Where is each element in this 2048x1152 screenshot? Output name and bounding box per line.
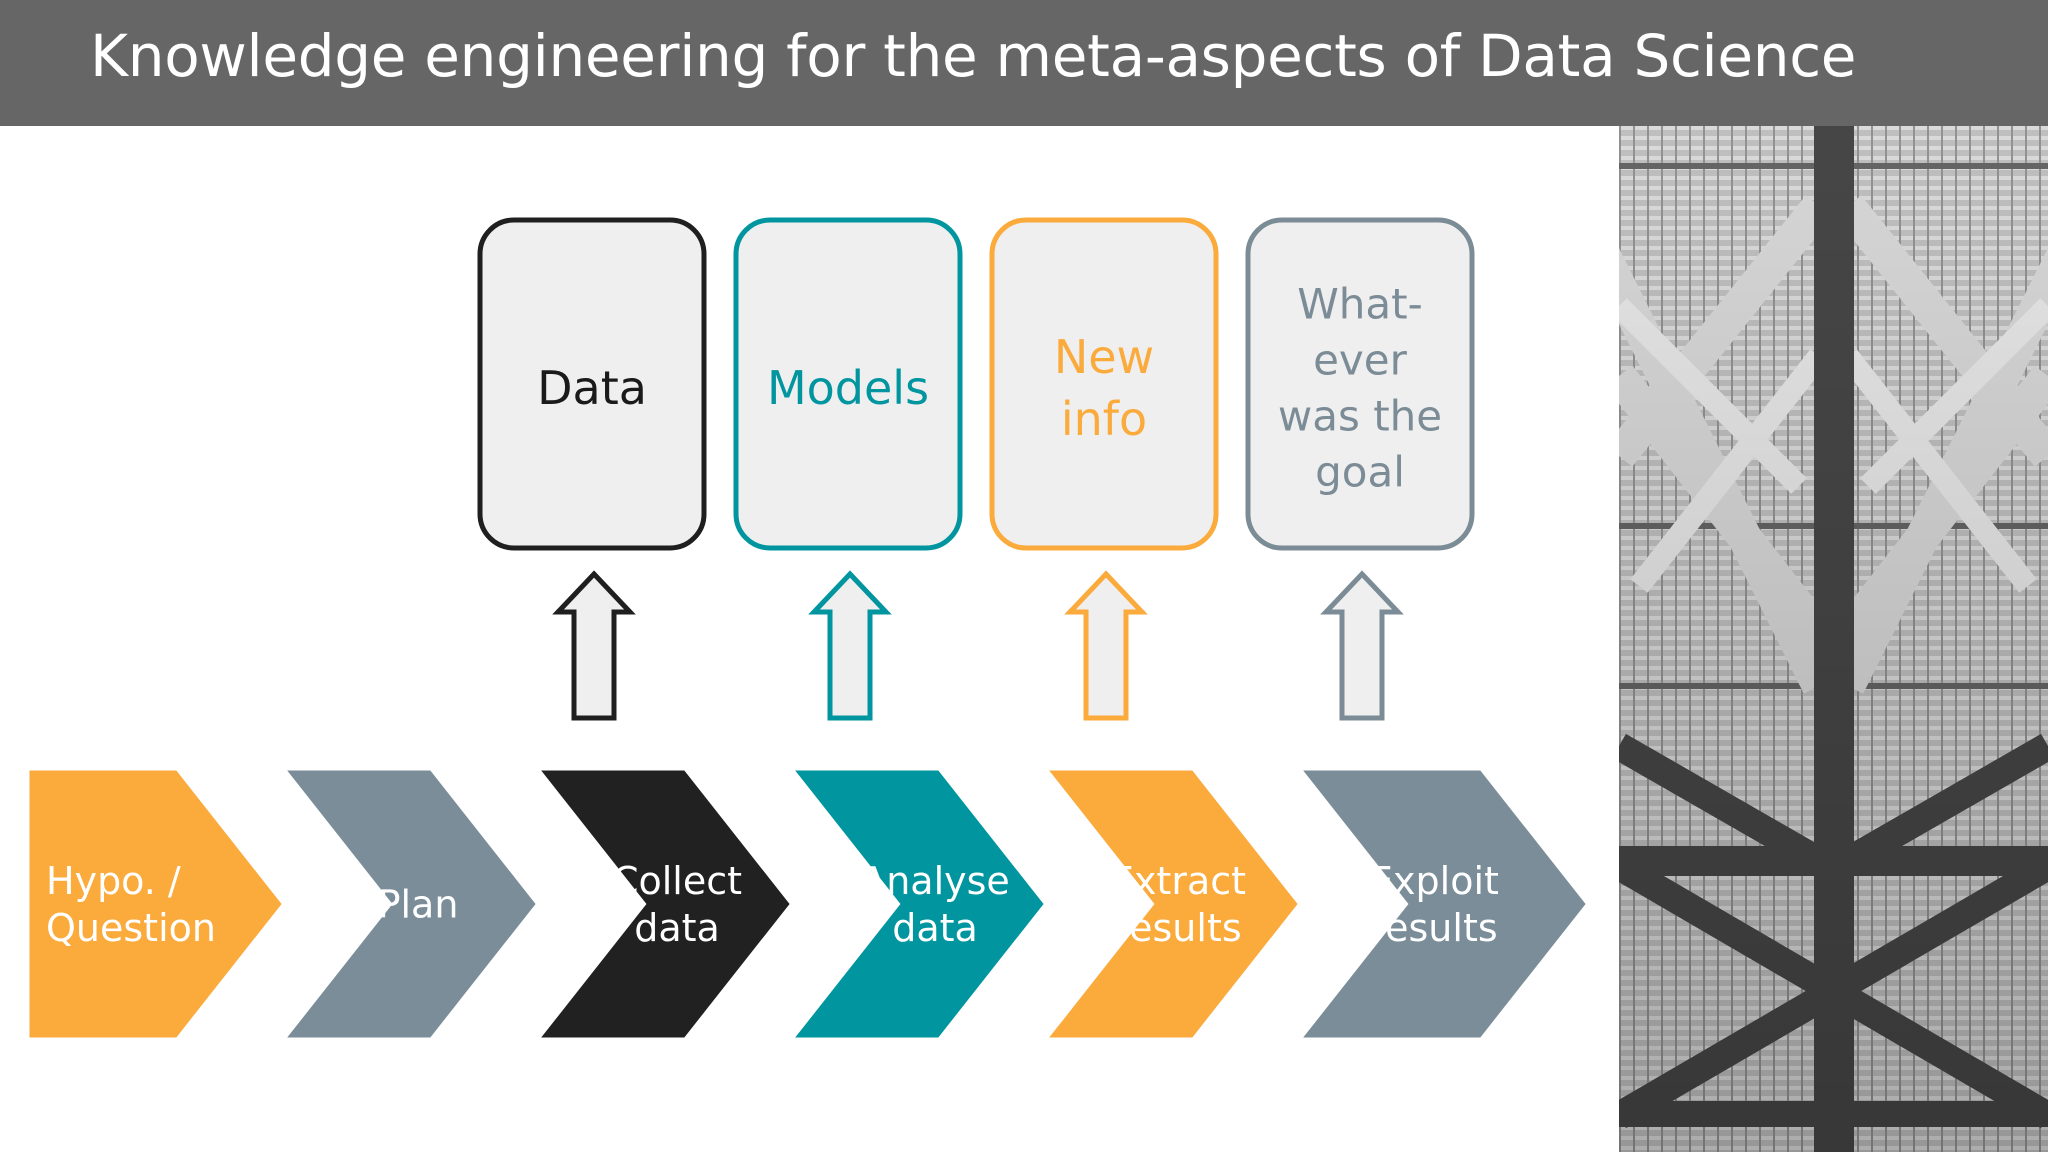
process-step: Hypo. /Question (22, 763, 291, 1045)
output-box-label: New (1054, 330, 1154, 384)
output-box-frame (733, 217, 963, 551)
output-box-label: What- (1297, 280, 1423, 329)
truss-structure-photo (1619, 126, 2048, 1152)
process-step-label: results (1370, 906, 1497, 950)
output-box-label: was the (1278, 392, 1442, 441)
output-box-label: info (1061, 392, 1147, 446)
output-box-frame (477, 217, 707, 551)
output-box: What-ever was the goal (1245, 217, 1475, 551)
process-chevron (272, 763, 545, 1045)
up-arrow-icon (808, 570, 892, 721)
output-box-label: goal (1315, 448, 1405, 497)
process-chevron (22, 763, 291, 1045)
process-step-label: Plan (378, 883, 459, 927)
process-chevrons: Hypo. /QuestionPlanCollectdataAnalysedat… (22, 763, 1595, 1045)
up-arrow-icon (1320, 570, 1404, 721)
process-step-label: data (892, 906, 978, 950)
process-step-label: Analyse (860, 859, 1010, 903)
title-bar: Knowledge engineering for the meta-aspec… (0, 0, 2048, 126)
output-box-label: Models (767, 361, 929, 415)
process-chevron (780, 763, 1053, 1045)
up-arrows (552, 570, 1404, 721)
process-step-label: Exploit (1369, 859, 1499, 903)
output-boxes: Data Models New info What-ever was the goal (477, 217, 1475, 551)
output-box-frame (989, 217, 1219, 551)
output-box: Models (733, 217, 963, 551)
process-step: Plan (272, 763, 545, 1045)
slide-title: Knowledge engineering for the meta-aspec… (90, 22, 1857, 90)
output-box: Data (477, 217, 707, 551)
process-step-label: Hypo. / (46, 859, 181, 903)
up-arrow-icon (552, 570, 636, 721)
up-arrow-icon (1064, 570, 1148, 721)
process-step-label: results (1114, 906, 1241, 950)
output-box-frame (1245, 217, 1475, 551)
output-box-label: Data (537, 361, 647, 415)
output-box-label: ever (1313, 336, 1408, 385)
process-step-label: Question (46, 906, 216, 950)
process-step-label: Collect (612, 859, 742, 903)
output-box: New info (989, 217, 1219, 551)
process-step-label: data (634, 906, 720, 950)
process-chevron (526, 763, 799, 1045)
process-chevron (1034, 763, 1307, 1045)
process-step-label: Extract (1110, 859, 1246, 903)
process-chevron (1288, 763, 1595, 1045)
